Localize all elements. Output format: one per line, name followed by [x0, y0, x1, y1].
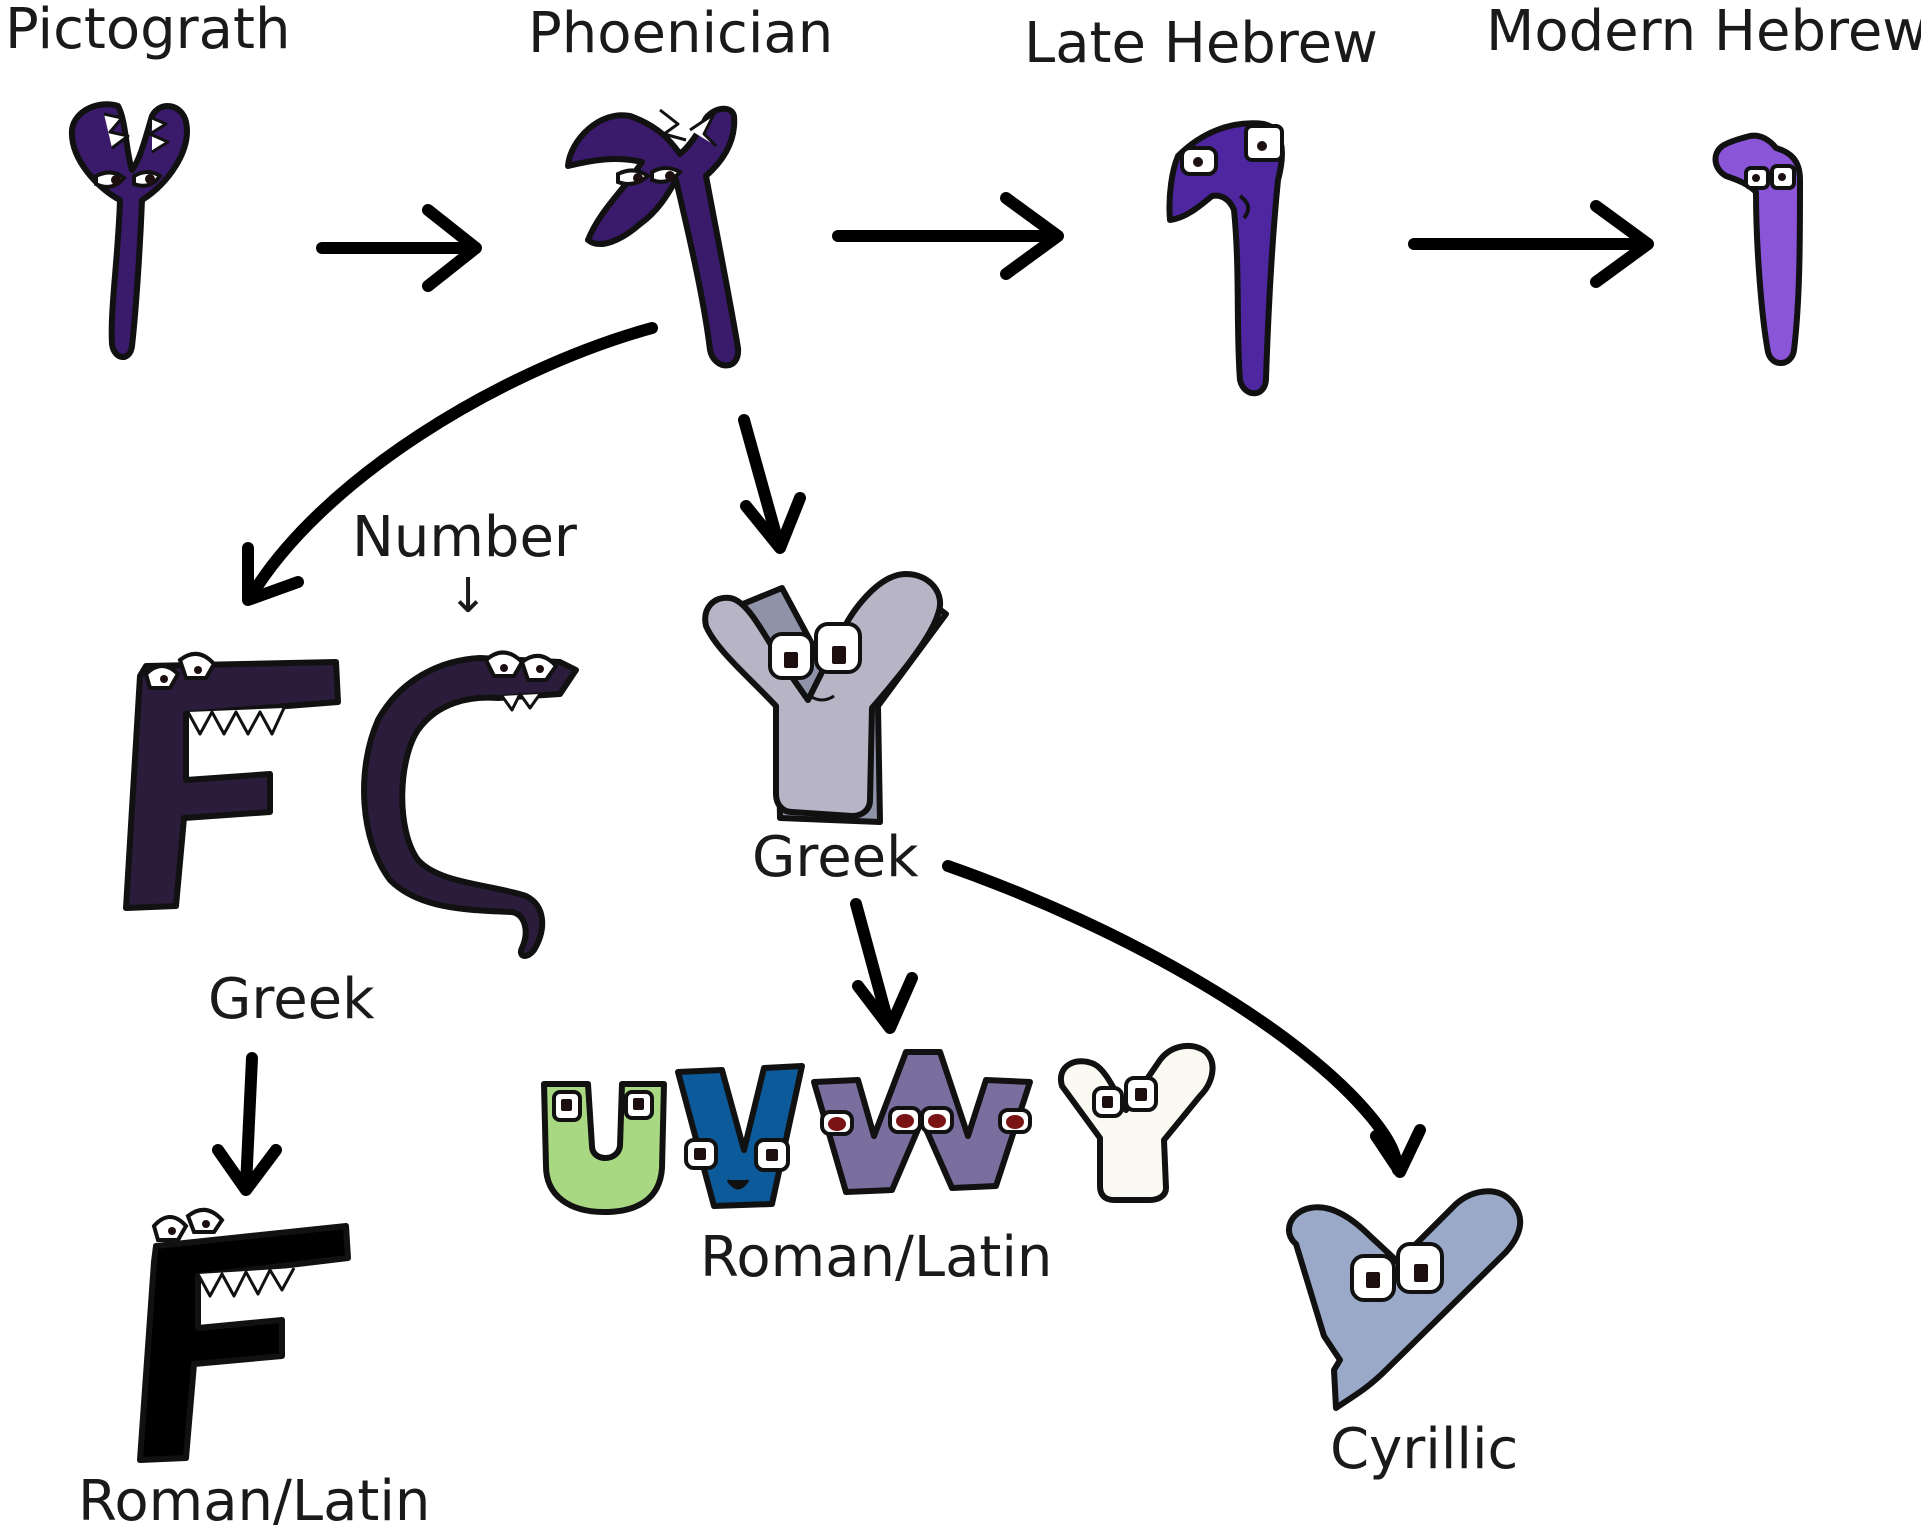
label-number: Number [352, 505, 578, 570]
late-hebrew-character [1166, 120, 1285, 397]
arrow-phoenician-to-greek-digamma [242, 322, 658, 606]
label-number-arrow: ↓ [448, 568, 488, 624]
latin-v-character [675, 1063, 805, 1209]
label-roman-latin-center: Roman/Latin [700, 1225, 1052, 1290]
label-cyrillic: Cyrillic [1330, 1417, 1518, 1482]
label-roman-latin-left: Roman/Latin [78, 1469, 430, 1532]
label-greek-left: Greek [208, 967, 375, 1032]
latin-w-character [811, 1049, 1033, 1195]
digamma-character [123, 652, 341, 911]
label-phoenician: Phoenician [528, 1, 833, 66]
label-late-hebrew: Late Hebrew [1024, 11, 1378, 76]
arrow-phoenician-to-late-hebrew [832, 192, 1064, 280]
stigma-character [361, 650, 579, 959]
arrow-greek-to-cyrillic [942, 860, 1426, 1178]
arrow-greek-to-roman-f [212, 1052, 282, 1196]
arrow-late-hebrew-to-modern-hebrew [1408, 200, 1654, 288]
phoenician-character [565, 105, 742, 369]
upsilon-character [702, 571, 949, 825]
arrow-phoenician-to-greek-upsilon [738, 414, 806, 554]
modern-hebrew-character [1712, 132, 1803, 366]
latin-y-character [1057, 1042, 1216, 1203]
arrow-pictograph-to-phoenician [316, 204, 482, 292]
label-greek-center: Greek [752, 825, 919, 890]
latin-f-character [137, 1208, 351, 1463]
label-modern-hebrew: Modern Hebrew [1486, 0, 1921, 64]
cyrillic-u-character [1286, 1188, 1524, 1411]
arrow-greek-to-roman-uvwy [850, 898, 918, 1034]
latin-u-character [541, 1081, 667, 1215]
yod-pictograph-character [68, 101, 190, 360]
label-pictograph: Pictograth [5, 0, 290, 62]
